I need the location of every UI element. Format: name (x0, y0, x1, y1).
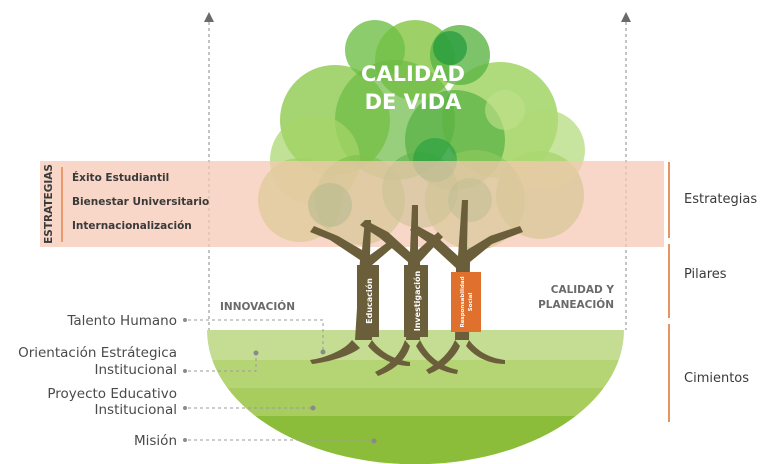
foundation-orientacion-line-2: Institucional (95, 362, 177, 378)
foundation-mision: Misión (134, 433, 177, 449)
section-pilares: Pilares (684, 267, 727, 282)
pillar-social-label-line-2: Social (468, 293, 474, 312)
innovacion-label: INNOVACIÓN (220, 300, 295, 313)
strategy-item-1: Éxito Estudiantil (72, 171, 169, 184)
ground-stripe-3 (207, 388, 624, 416)
ground-stripe-2 (207, 360, 624, 388)
pillar-social-label-line-1: Responsabilidad (460, 276, 466, 327)
strategies-vertical-label: ESTRATEGIAS (43, 164, 55, 244)
foundation-proyecto-line-2: Institucional (95, 402, 177, 418)
pillar-investigacion-label: Investigación (412, 270, 422, 331)
pillar-responsabilidad-social (451, 272, 481, 332)
foundation-ground (207, 330, 624, 464)
strategy-item-3: Internacionalización (72, 220, 192, 232)
calidad-planeacion-label-1: CALIDAD Y (551, 284, 615, 296)
title-line-1: CALIDAD (361, 62, 465, 86)
section-cimientos: Cimientos (684, 371, 749, 386)
pillar-educacion-label: Educación (364, 278, 374, 324)
title-line-2: DE VIDA (365, 90, 463, 114)
strategies-band (40, 161, 664, 247)
calidad-planeacion-label-2: PLANEACIÓN (538, 298, 614, 311)
foundation-proyecto-line-1: Proyecto Educativo (47, 386, 177, 402)
foundation-talento-humano: Talento Humano (66, 313, 177, 329)
section-estrategias: Estrategias (684, 192, 757, 207)
left-arrow-head-icon (204, 12, 214, 22)
pillar-educacion (357, 265, 379, 337)
foundation-leaders (188, 319, 373, 441)
pillar-investigacion (404, 265, 428, 337)
foundation-dots (183, 318, 377, 444)
strategy-item-2: Bienestar Universitario (72, 196, 209, 208)
right-arrow-head-icon (621, 12, 631, 22)
ground-stripe-4 (207, 416, 624, 464)
foundation-orientacion-line-1: Orientación Estrátegica (18, 345, 177, 361)
